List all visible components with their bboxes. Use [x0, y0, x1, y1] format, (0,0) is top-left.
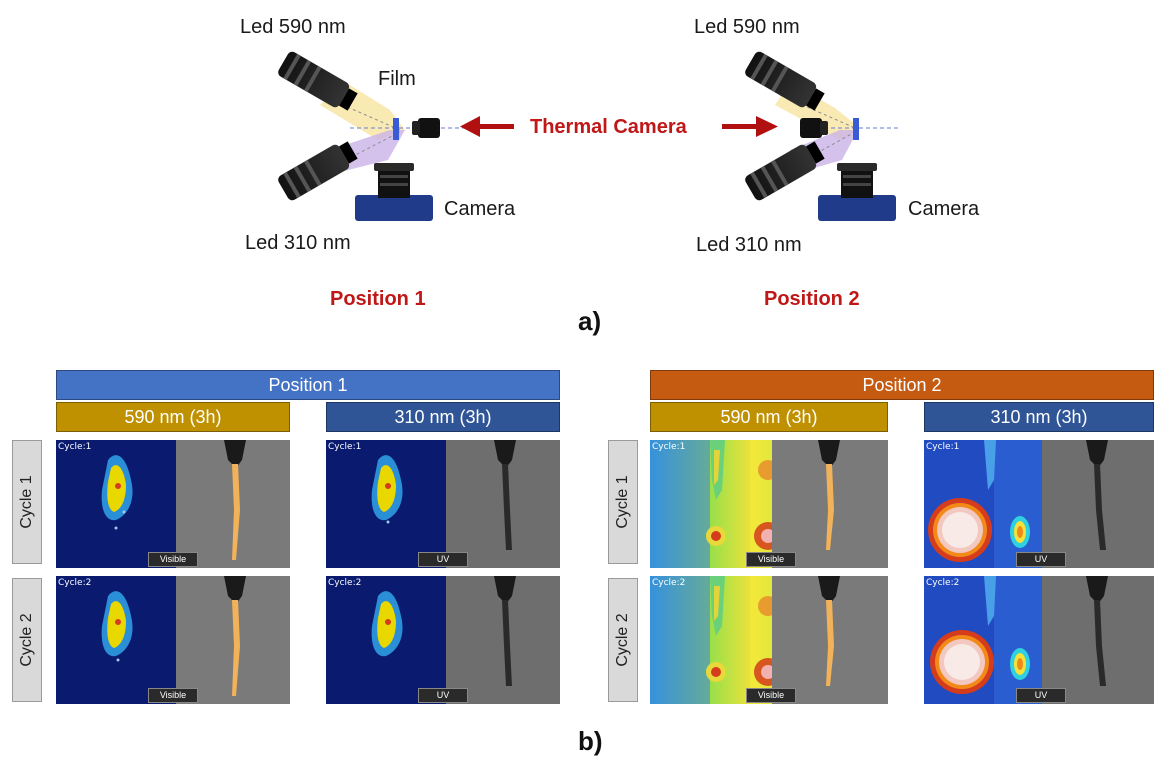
led-310-lamp: [278, 141, 358, 201]
film-sample: [853, 118, 859, 140]
p2-310-cycle1-image: Cycle:1 UV: [924, 440, 1154, 568]
arrow-right: [722, 116, 778, 137]
led-590-label-1: Led 590 nm: [240, 16, 346, 38]
thermal-camera-label: Thermal Camera: [530, 116, 687, 138]
cycle-2-label-p2: Cycle 2: [608, 578, 638, 702]
film-sample: [393, 118, 399, 140]
panel-b-label: b): [578, 726, 603, 756]
led-590-label-2: Led 590 nm: [694, 16, 800, 38]
p2-590-cycle1-image: Cycle:1 Visible: [650, 440, 888, 568]
p1-590-cycle2-image: Cycle:2 Visible: [56, 576, 290, 704]
position-2-title: Position 2: [764, 288, 860, 310]
position-1-title: Position 1: [330, 288, 426, 310]
p2-590-banner: 590 nm (3h): [650, 402, 888, 432]
thermal-camera-1: [412, 118, 440, 138]
camera-label-2: Camera: [908, 198, 980, 220]
p1-310-banner: 310 nm (3h): [326, 402, 560, 432]
p2-310-cycle2-image: Cycle:2 UV: [924, 576, 1154, 704]
p1-590-banner: 590 nm (3h): [56, 402, 290, 432]
p2-590-cycle2-image: Cycle:2 Visible: [650, 576, 888, 704]
p2-310-banner: 310 nm (3h): [924, 402, 1154, 432]
setup-illustration: [278, 51, 900, 221]
led-310-label-2: Led 310 nm: [696, 234, 802, 256]
led-310-label-1: Led 310 nm: [245, 232, 351, 254]
position-1-banner: Position 1: [56, 370, 560, 400]
led-590-lamp: [745, 51, 825, 111]
panel-a-label: a): [578, 306, 602, 336]
thermal-camera-2: [800, 118, 828, 138]
p1-590-cycle1-image: Cycle:1 Visible: [56, 440, 290, 568]
camera-label-1: Camera: [444, 198, 516, 220]
position-1-setup: [278, 51, 470, 221]
position-2-setup: [745, 51, 900, 221]
film-label: Film: [378, 68, 416, 90]
camera-1: [355, 163, 433, 221]
cycle-2-label-p1: Cycle 2: [12, 578, 42, 702]
camera-2: [818, 163, 896, 221]
arrow-left: [460, 116, 514, 137]
led-590-lamp: [278, 51, 358, 111]
p1-310-cycle1-image: Cycle:1 UV: [326, 440, 560, 568]
cycle-1-label-p2: Cycle 1: [608, 440, 638, 564]
p1-310-cycle2-image: Cycle:2 UV: [326, 576, 560, 704]
cycle-1-label-p1: Cycle 1: [12, 440, 42, 564]
led-310-lamp: [745, 141, 825, 201]
position-2-banner: Position 2: [650, 370, 1154, 400]
